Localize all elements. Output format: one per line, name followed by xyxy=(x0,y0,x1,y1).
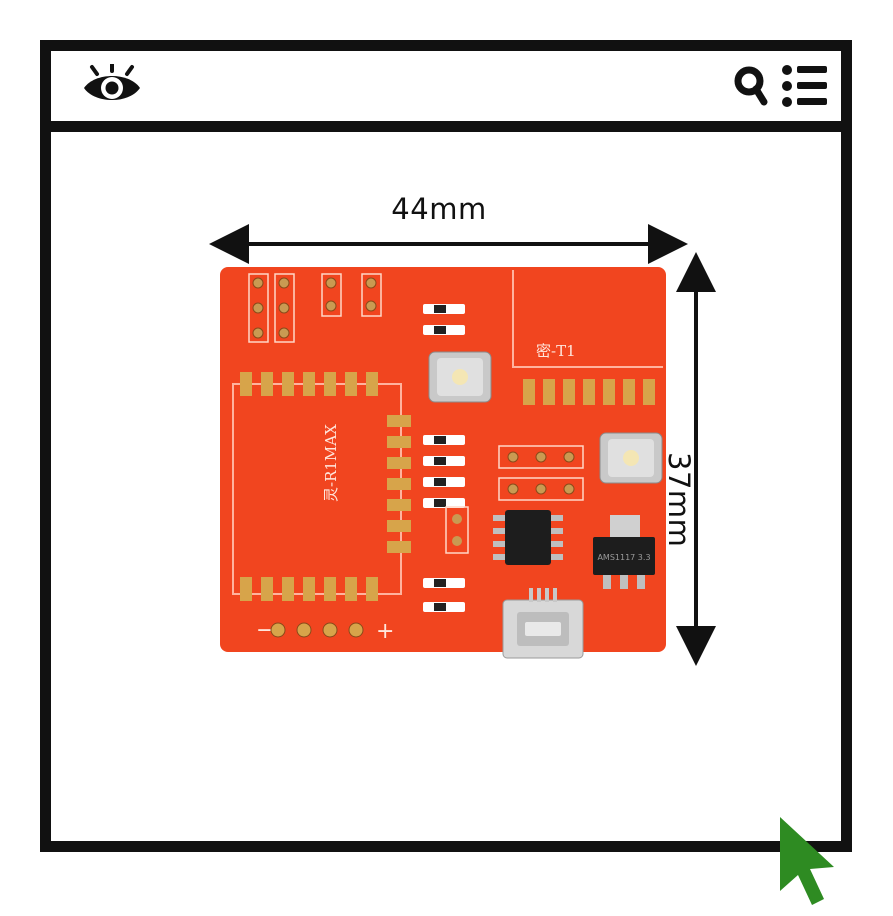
pointer-arrow-icon xyxy=(776,815,838,915)
width-dimension-label: 44mm xyxy=(391,192,487,226)
soic-chip xyxy=(493,510,563,565)
module-label: 灵-R1MAX xyxy=(322,424,340,502)
push-button-2 xyxy=(599,432,663,484)
eye-icon[interactable] xyxy=(79,51,145,121)
list-menu-icon[interactable] xyxy=(779,51,831,121)
pin-plus-label: + xyxy=(376,619,394,644)
regulator: AMS1117 3.3 xyxy=(593,515,655,589)
app-window: 44mm 37mm 密-T1 xyxy=(40,40,852,852)
board-illustration: 密-T1 灵- xyxy=(209,224,716,666)
search-icon[interactable] xyxy=(731,51,771,121)
chip-label: 密-T1 xyxy=(536,342,576,360)
toolbar xyxy=(51,51,841,132)
regulator-label: AMS1117 3.3 xyxy=(597,553,650,562)
canvas-area: 44mm 37mm 密-T1 xyxy=(51,132,841,841)
push-button-1 xyxy=(428,351,492,403)
pcb-board: 密-T1 灵- xyxy=(220,267,666,659)
micro-usb-connector xyxy=(502,588,584,659)
pin-minus-label: − xyxy=(256,618,274,643)
